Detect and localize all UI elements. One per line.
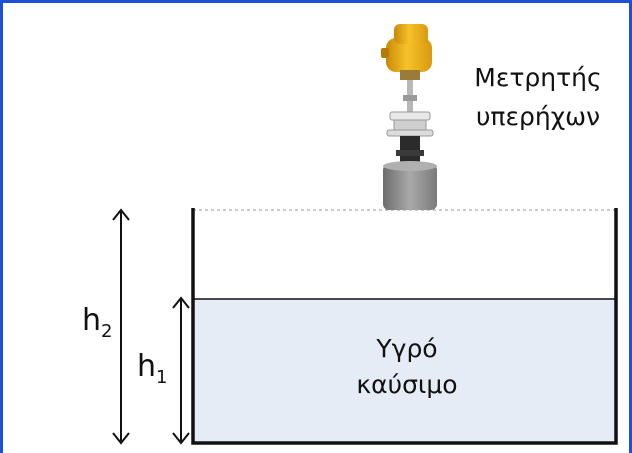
liquid-label-line1: Υγρό <box>375 334 437 363</box>
h2-dimension-arrow <box>112 208 130 445</box>
sensor-label-line2: υπερήχων <box>476 102 600 131</box>
tank-walls <box>191 208 618 445</box>
h1-label-sub: 1 <box>156 367 167 388</box>
liquid-label-line2: καύσιμο <box>356 370 457 399</box>
h1-label-base: h <box>137 349 156 384</box>
h1-dimension-arrow <box>172 296 190 445</box>
liquid-fill <box>193 299 616 443</box>
sensor-label-line1: Μετρητής <box>474 63 601 92</box>
ultrasonic-sensor-icon <box>381 24 437 210</box>
h2-label-sub: 2 <box>101 321 112 342</box>
h2-label: h2 <box>82 303 112 342</box>
h2-label-base: h <box>82 303 101 338</box>
h1-label: h1 <box>137 349 167 388</box>
